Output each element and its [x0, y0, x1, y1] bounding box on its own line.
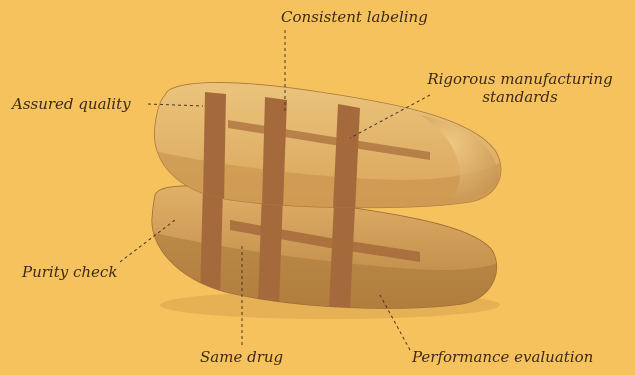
band-bottom-1	[200, 185, 223, 300]
band-top-1	[203, 92, 226, 203]
band-top-2	[262, 97, 287, 208]
label-rigorous-standards: Rigorous manufacturing standards	[415, 70, 625, 106]
band-bottom-2	[258, 192, 283, 306]
label-same-drug: Same drug	[200, 348, 283, 366]
label-purity-check: Purity check	[22, 263, 117, 281]
label-consistent-labeling: Consistent labeling	[281, 8, 428, 26]
label-assured-quality: Assured quality	[12, 95, 131, 113]
label-performance-evaluation: Performance evaluation	[412, 348, 593, 366]
